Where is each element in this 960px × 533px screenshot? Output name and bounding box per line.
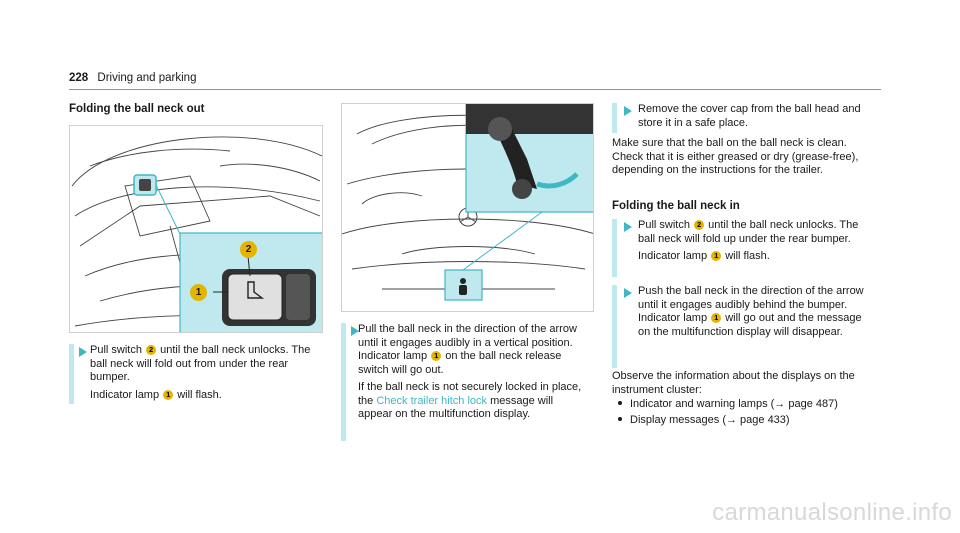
text: will go out and the message on the multi… [638, 312, 862, 338]
callout-2: 2 [146, 345, 157, 355]
message-link: Check trailer hitch lock [376, 394, 488, 407]
list-item-display-messages: Display messages (→ page 433) [618, 414, 790, 428]
page-ref-link[interactable]: page 433) [736, 414, 790, 426]
text: Indicator lamp [638, 312, 711, 324]
callout-1: 1 [431, 351, 442, 361]
step-remove-cap: Remove the cover cap from the ball head … [638, 103, 861, 129]
step-bar [612, 285, 617, 368]
header-rule [69, 89, 881, 90]
page-ref-link[interactable]: page 487) [785, 398, 838, 410]
page-number: 228 [69, 72, 89, 84]
list-item-warning-lamps: Indicator and warning lamps (→ page 487) [618, 398, 838, 412]
section-title: Driving and parking [97, 72, 197, 84]
text: on the ball neck release switch will go … [358, 350, 562, 376]
step-push-ball-neck: Push the ball neck in the direction of t… [638, 285, 866, 339]
text: Indicator and warning lamps ( [630, 398, 775, 410]
text: If the ball neck is not securely locked … [358, 381, 582, 407]
step-pull-switch-in: Pull switch 2 until the ball neck unlock… [638, 219, 866, 264]
paragraph-observe: Observe the information about the displa… [612, 370, 855, 396]
text: will flash. [722, 250, 770, 262]
step-bar [341, 323, 346, 441]
callout-2-badge: 2 [240, 241, 257, 258]
figure-ball-neck [341, 103, 594, 312]
text: Indicator lamp [90, 388, 163, 401]
text: message will appear on the multifunction… [358, 394, 554, 421]
callout-1: 1 [711, 313, 722, 323]
heading-folding-in: Folding the ball neck in [612, 200, 740, 212]
text: Pull switch [90, 344, 146, 356]
step-arrow-icon [79, 347, 87, 357]
page-ref-arrow-icon: → [725, 414, 737, 426]
text: until the ball neck unlocks. The ball ne… [90, 344, 311, 383]
callout-1-badge: 1 [190, 284, 207, 301]
text: Display messages ( [630, 414, 726, 426]
step-pull-switch: Pull switch 2 until the ball neck unlock… [90, 344, 320, 402]
step-bar [69, 344, 74, 404]
callout-1: 1 [163, 389, 174, 400]
text: Push the ball neck in the direction of t… [638, 285, 864, 311]
step-arrow-icon [351, 326, 359, 336]
step-arrow-icon [624, 288, 632, 298]
step-arrow-icon [624, 106, 632, 116]
text: Pull switch [638, 219, 694, 231]
step-bar [612, 219, 617, 277]
text: until the ball neck unlocks. The ball ne… [638, 219, 859, 245]
text: Indicator lamp [358, 350, 431, 362]
step-pull-ball-neck: Pull the ball neck in the direction of t… [358, 323, 584, 422]
callout-1: 1 [711, 251, 722, 261]
bullet-dot-icon [618, 417, 622, 421]
step-arrow-icon [624, 222, 632, 232]
page-header: 228 Driving and parking [69, 72, 196, 84]
step-bar [612, 103, 617, 133]
heading-folding-out: Folding the ball neck out [69, 103, 205, 115]
car-rear-illustration [342, 104, 593, 301]
paragraph-ball-clean: Make sure that the ball on the ball neck… [612, 137, 859, 176]
callout-2: 2 [694, 220, 705, 230]
page-ref-arrow-icon: → [774, 398, 786, 410]
watermark: carmanualsonline.info [712, 499, 952, 526]
text: will flash. [174, 388, 222, 401]
text: Pull the ball neck in the direction of t… [358, 323, 577, 349]
trunk-illustration [71, 136, 322, 332]
text: Indicator lamp [638, 250, 711, 262]
figure-trunk-switch: 1 2 [69, 125, 323, 333]
bullet-dot-icon [618, 401, 622, 405]
